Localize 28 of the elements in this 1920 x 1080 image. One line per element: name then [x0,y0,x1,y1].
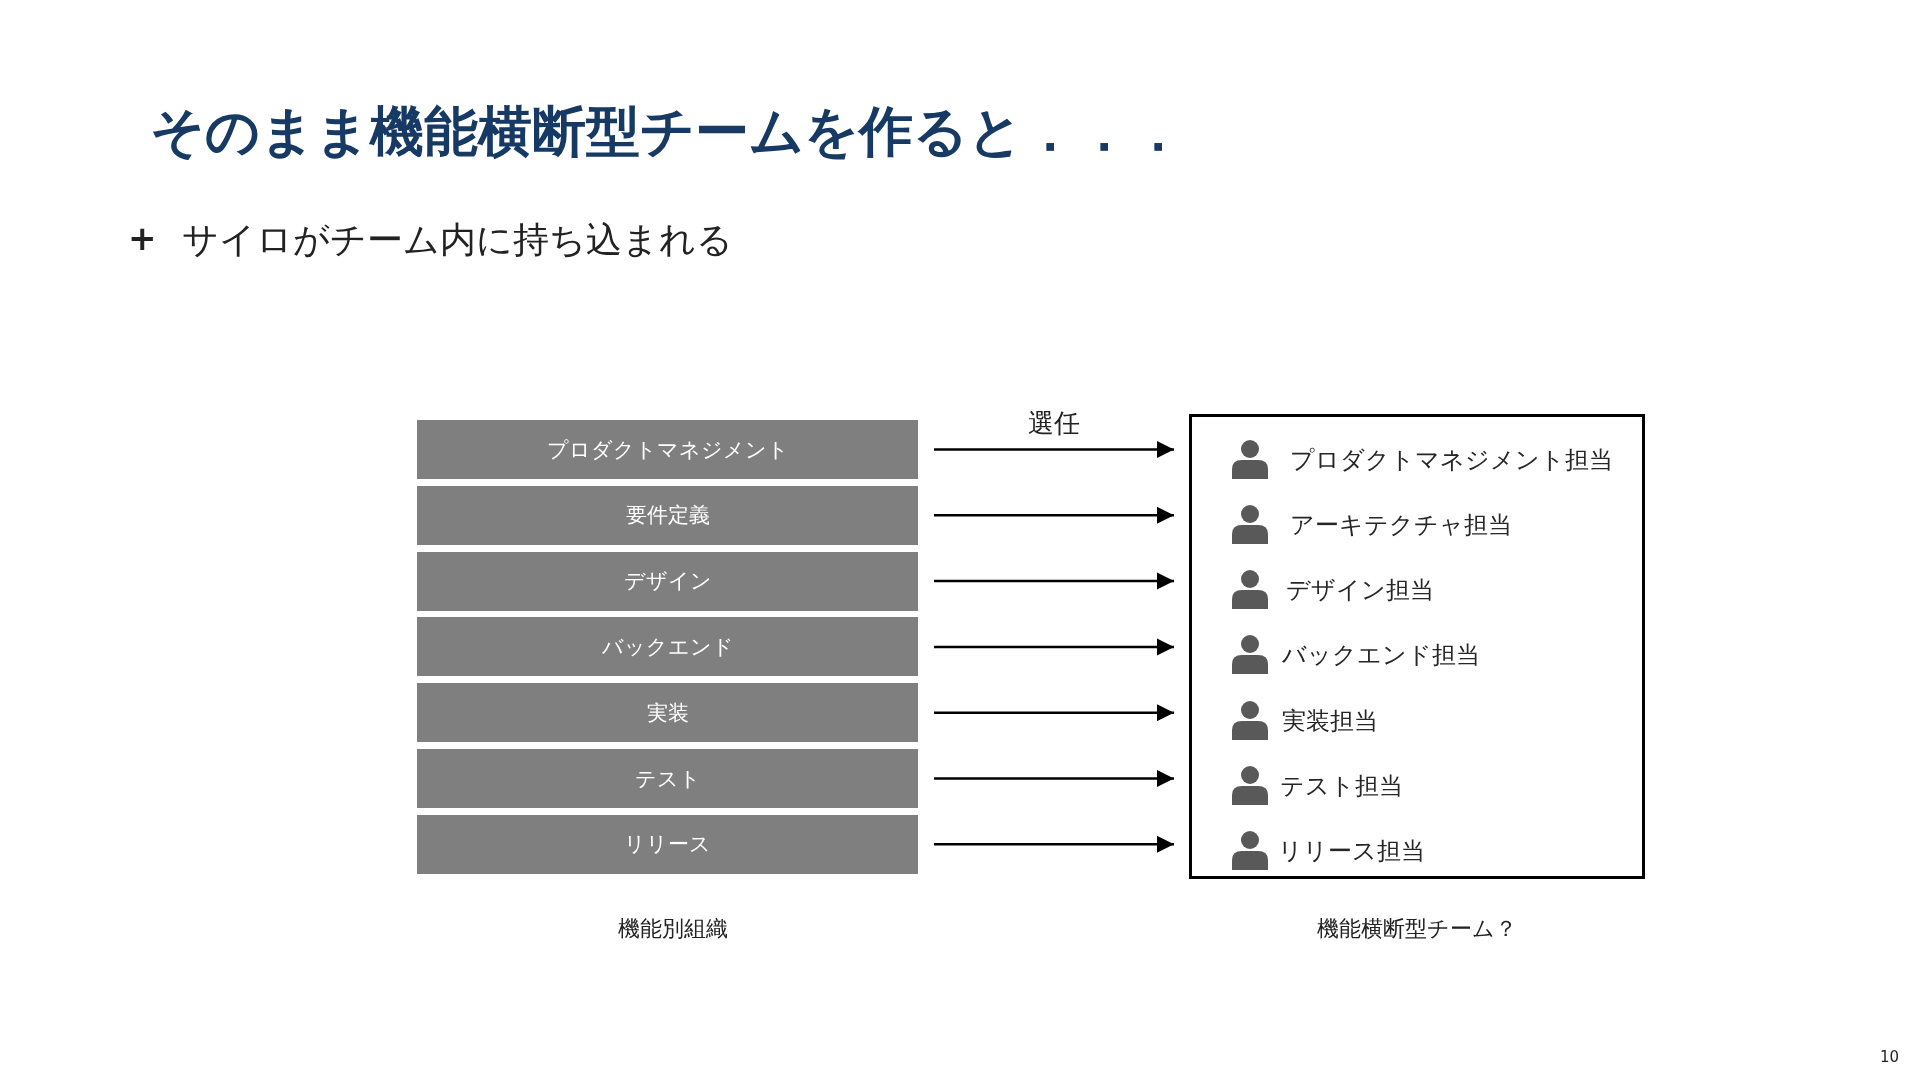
page-number: 10 [1880,1048,1900,1066]
function-box: テスト [417,749,918,808]
role-label: プロダクトマネジメント担当 [1290,445,1613,476]
bullet-mark: + [128,218,157,258]
arrow [934,835,1174,854]
team-frame [1189,414,1645,879]
team-caption: 機能横断型チーム？ [1317,915,1517,943]
role-label: バックエンド担当 [1282,640,1480,671]
function-box: デザイン [417,551,918,611]
function-box: バックエンド [417,617,918,677]
role-label: アーキテクチャ担当 [1290,510,1512,541]
function-box: 要件定義 [417,485,918,545]
role-label: テスト担当 [1280,771,1403,802]
slide-title: そのまま機能横断型チームを作ると．．． [150,99,1185,165]
arrow [934,572,1174,590]
role-label: 実装担当 [1282,706,1378,737]
role-label: デザイン担当 [1286,575,1434,606]
role-label: リリース担当 [1278,836,1425,867]
arrow [934,638,1174,656]
arrow [934,440,1174,459]
function-box: 実装 [417,683,918,743]
function-box: リリース [417,814,918,874]
arrow [934,703,1174,722]
arrow [934,506,1174,525]
arrow [934,769,1174,788]
function-box: プロダクトマネジメント [417,420,918,479]
bullet-text: サイロがチーム内に持ち込まれる [182,218,733,262]
group-caption: 機能別組織 [618,915,728,943]
